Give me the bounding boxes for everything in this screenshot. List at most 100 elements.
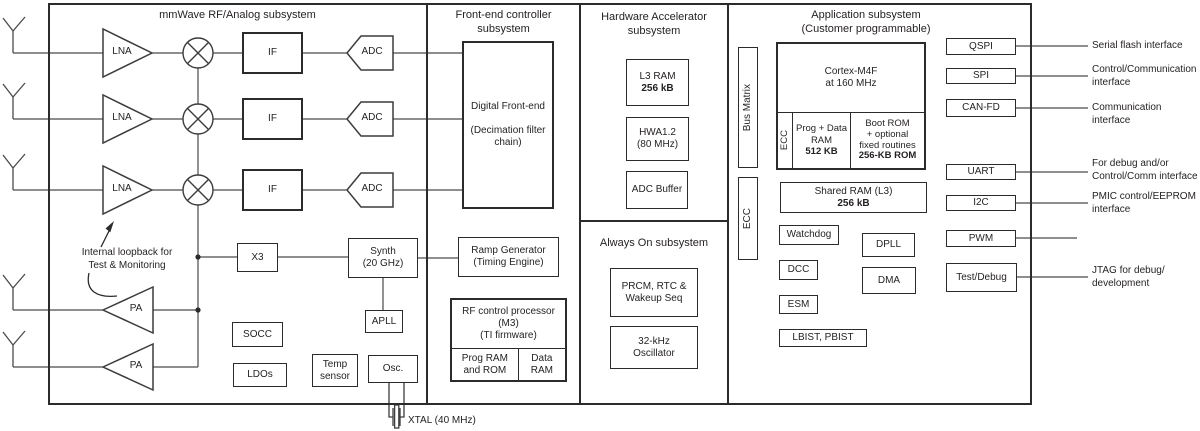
antenna-icons xyxy=(2,16,26,367)
adc-buffer-block: ADC Buffer xyxy=(626,171,688,209)
lna-triangle xyxy=(102,93,154,145)
bus-matrix-block: Bus Matrix xyxy=(738,47,758,168)
spi-block: SPI xyxy=(946,68,1016,84)
chip-outline xyxy=(48,3,1032,405)
app-subsystem-title: Application subsystem (Customer programm… xyxy=(801,9,931,36)
temp-sensor-block: Temp sensor xyxy=(312,354,358,387)
ecc-mem-label: ECC xyxy=(779,130,791,151)
qspi-interface-label: Serial flash interface xyxy=(1092,40,1183,51)
qspi-block: QSPI xyxy=(946,38,1016,55)
antenna-icon xyxy=(2,330,26,367)
pa-triangle xyxy=(101,342,154,392)
l3-ram-name: L3 RAM xyxy=(639,70,676,82)
prog-data-ram-name: Prog + Data RAM xyxy=(796,123,847,146)
watchdog-block: Watchdog xyxy=(779,225,839,245)
ecc-mem-cell: ECC xyxy=(778,113,793,168)
can-fd-interface-label: Communication interface xyxy=(1092,102,1162,126)
i2c-block: I2C xyxy=(946,195,1016,211)
loopback-arrow xyxy=(87,221,118,297)
rf-control-processor-block: RF control processor (M3) (TI firmware) … xyxy=(450,298,567,382)
osc-32k-block: 32-kHz Oscillator xyxy=(610,326,698,369)
prog-data-ram-size: 512 KB xyxy=(805,146,838,158)
if-block: IF xyxy=(242,169,303,211)
if-block: IF xyxy=(242,98,303,140)
digital-front-end-block: Digital Front-end (Decimation filter cha… xyxy=(462,41,554,209)
antenna-icon xyxy=(2,16,26,53)
hwa-subsystem-title: Hardware Accelerator subsystem xyxy=(601,11,707,38)
spi-interface-label: Control/Communication interface xyxy=(1092,64,1197,88)
xtal-icon xyxy=(388,383,405,429)
test-debug-block: Test/Debug xyxy=(946,263,1017,292)
ecc-bus-label: ECC xyxy=(742,207,753,230)
mixer-icons xyxy=(182,37,214,206)
uart-interface-label: For debug and/or Control/Comm interface xyxy=(1092,158,1198,182)
lna-triangle xyxy=(102,27,154,79)
data-ram-cell: Data RAM xyxy=(517,349,565,380)
can-fd-block: CAN-FD xyxy=(946,99,1016,117)
adc-label: ADC xyxy=(361,183,383,194)
lna-triangle xyxy=(102,164,154,216)
l3-ram-size: 256 kB xyxy=(641,82,674,94)
loopback-note: Internal loopback for Test & Monitoring xyxy=(81,247,173,271)
dpll-block: DPLL xyxy=(862,233,915,257)
if-block: IF xyxy=(242,32,303,74)
dcc-block: DCC xyxy=(779,260,818,280)
front-end-subsystem-title: Front-end controller subsystem xyxy=(455,9,552,36)
lbist-pbist-block: LBIST, PBIST xyxy=(779,329,867,347)
lna-label: LNA xyxy=(112,112,132,123)
esm-block: ESM xyxy=(779,295,818,314)
always-on-subsystem-title: Always On subsystem xyxy=(599,237,709,249)
shared-ram-name: Shared RAM (L3) xyxy=(814,185,893,197)
pa-triangle xyxy=(101,285,154,335)
junction-dots xyxy=(195,254,201,313)
subsystem-dividers xyxy=(426,3,729,405)
lna-triangles xyxy=(102,27,154,216)
boot-rom-name: Boot ROM + optional fixed routines xyxy=(859,117,916,151)
rf-subsystem-title: mmWave RF/Analog subsystem xyxy=(159,9,316,21)
rf-processor-memories: Prog RAM and ROM Data RAM xyxy=(452,348,565,380)
adc-label: ADC xyxy=(361,46,383,57)
ramp-generator-block: Ramp Generator (Timing Engine) xyxy=(458,237,559,277)
shared-ram-block: Shared RAM (L3)256 kB xyxy=(780,182,927,213)
ecc-bus-block: ECC xyxy=(738,177,758,260)
mixer-icon xyxy=(182,103,214,135)
xtal-label: XTAL (40 MHz) xyxy=(408,415,476,426)
prog-ram-rom-cell: Prog RAM and ROM xyxy=(461,352,508,376)
hwa-block: HWA1.2 (80 MHz) xyxy=(626,117,689,161)
x3-block: X3 xyxy=(237,243,278,272)
pa-label: PA xyxy=(129,303,143,314)
i2c-interface-label: PMIC control/EEPROM interface xyxy=(1092,191,1196,215)
cortex-label: Cortex-M4F at 160 MHz xyxy=(824,66,878,89)
lna-label: LNA xyxy=(112,46,132,57)
dma-block: DMA xyxy=(862,267,916,294)
connector-lines xyxy=(13,45,1088,368)
rf-processor-label: RF control processor (M3) (TI firmware) xyxy=(462,306,555,341)
antenna-icon xyxy=(2,82,26,119)
prcm-block: PRCM, RTC & Wakeup Seq xyxy=(610,268,698,317)
jtag-interface-label: JTAG for debug/ development xyxy=(1092,265,1165,289)
lna-label: LNA xyxy=(112,183,132,194)
cortex-m4f-block: Cortex-M4F at 160 MHz ECC Prog + Data RA… xyxy=(776,42,926,170)
pwm-block: PWM xyxy=(946,230,1016,247)
adc-shapes xyxy=(346,35,394,208)
osc-block: Osc. xyxy=(368,355,418,383)
bus-matrix-label: Bus Matrix xyxy=(742,83,753,132)
socc-block: SOCC xyxy=(232,322,283,347)
uart-block: UART xyxy=(946,164,1016,180)
adc-shape xyxy=(346,35,394,71)
adc-label: ADC xyxy=(361,112,383,123)
ldos-block: LDOs xyxy=(233,363,287,387)
pa-label: PA xyxy=(129,360,143,371)
mixer-icon xyxy=(182,174,214,206)
pa-triangles xyxy=(101,285,154,392)
shared-ram-size: 256 kB xyxy=(837,197,870,209)
mixer-icon xyxy=(182,37,214,69)
apll-block: APLL xyxy=(365,310,403,333)
antenna-icon xyxy=(2,153,26,190)
adc-shape xyxy=(346,172,394,208)
